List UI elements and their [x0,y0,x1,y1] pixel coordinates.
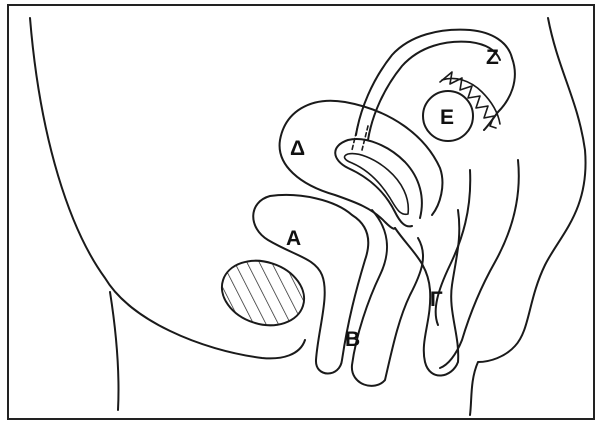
hatched-bone-structure [213,251,312,336]
label-a: Α [286,227,301,250]
label-b: Β [345,328,360,351]
tube-dash-marks [352,125,368,150]
structure-b-outline [352,210,423,386]
structure-d-inner-cavity [345,154,409,215]
diagram-border [8,5,594,419]
bladder-wall [440,160,519,368]
structure-g-outline [395,210,459,376]
label-g: Γ [430,288,443,311]
body-lower-left-line [110,292,119,410]
label-d: Δ [290,137,305,160]
body-front-contour [470,18,586,415]
label-e: Ε [440,106,454,129]
label-z: Ζ [486,46,499,69]
structure-d-outline [280,101,443,229]
